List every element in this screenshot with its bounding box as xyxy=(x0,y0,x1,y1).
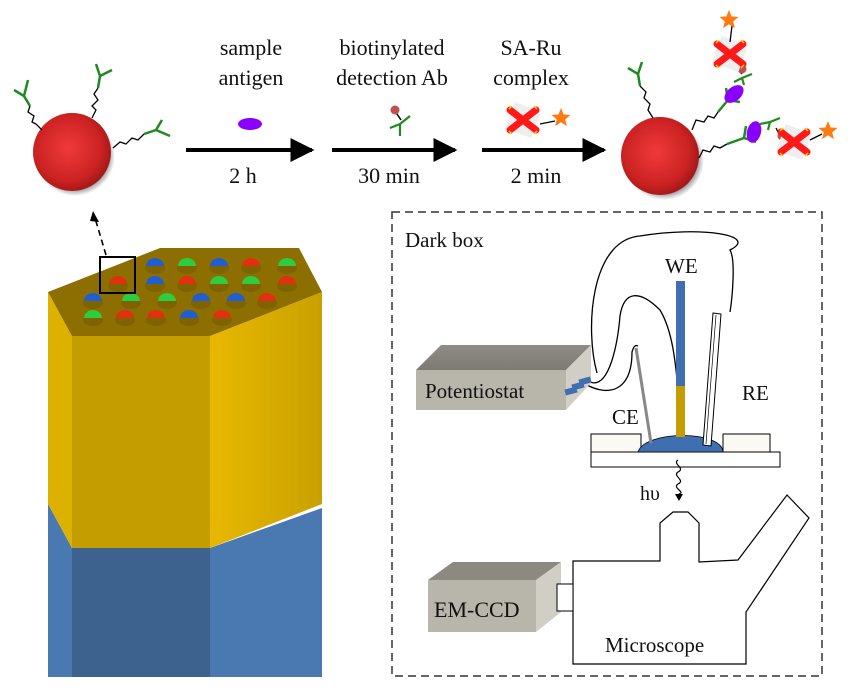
bead-icon xyxy=(621,117,699,195)
dark-box: Dark box Potentiostat CE xyxy=(391,211,823,677)
antigen-icon xyxy=(746,121,762,143)
step-1-reagent-line-1: sample xyxy=(220,35,282,60)
dashed-arrow-icon xyxy=(94,217,107,256)
em-ccd-label: EM-CCD xyxy=(434,597,520,622)
bead-in-well-icon xyxy=(146,276,164,284)
reference-electrode xyxy=(702,312,722,447)
step-3-time: 2 min xyxy=(511,163,562,188)
bead-in-well-icon xyxy=(192,293,210,301)
detection-antibody-icon xyxy=(759,116,781,131)
bead-in-well-icon xyxy=(242,258,260,266)
step-2: biotinylated detection Ab 30 min xyxy=(332,35,458,188)
zoom-inset-box xyxy=(99,256,136,294)
antibody-icon xyxy=(94,63,113,89)
ruthenium-icon xyxy=(818,121,838,140)
step-1: sample antigen 2 h xyxy=(186,35,315,188)
fiber-bundle xyxy=(48,211,322,677)
biotinylated-antibody-icon xyxy=(389,105,411,136)
step-2-time: 30 min xyxy=(358,163,420,188)
re-label: RE xyxy=(742,381,769,405)
step-3-reagent-line-2: complex xyxy=(493,65,569,90)
bead-icon xyxy=(33,113,111,191)
counter-electrode xyxy=(634,347,653,444)
bead-in-well-icon xyxy=(278,258,296,266)
sa-ru-complex-icon xyxy=(505,102,571,138)
bead-in-well-icon xyxy=(158,293,176,301)
bead-in-well-icon xyxy=(213,310,231,318)
working-electrode xyxy=(676,281,685,386)
bead-in-well-icon xyxy=(116,310,134,318)
bead-in-well-icon xyxy=(178,258,196,266)
ruthenium-icon xyxy=(719,10,739,29)
microwell-array xyxy=(83,258,297,326)
streptavidin-icon xyxy=(776,124,812,160)
bead-in-well-icon xyxy=(180,310,198,318)
bead-with-capture-antibodies xyxy=(13,63,171,196)
bead-in-well-icon xyxy=(146,258,164,266)
antibody-icon xyxy=(143,119,171,138)
emission-wave-icon xyxy=(675,459,682,495)
bead-in-well-icon xyxy=(227,293,245,301)
antibody-icon xyxy=(13,79,32,107)
bead-in-well-icon xyxy=(210,258,228,266)
electrochemical-cell: CE WE RE hυ xyxy=(590,254,781,505)
step-2-reagent-line-2: detection Ab xyxy=(336,65,448,90)
potentiostat-label: Potentiostat xyxy=(425,379,524,403)
bead-in-well-icon xyxy=(258,293,276,301)
bead-in-well-icon xyxy=(242,276,260,284)
emission-label: hυ xyxy=(640,483,660,505)
bead-in-well-icon xyxy=(84,310,102,318)
step-1-reagent-line-2: antigen xyxy=(219,65,284,90)
microscope-label: Microscope xyxy=(605,633,704,657)
em-ccd-camera: EM-CCD xyxy=(428,562,574,632)
microscope: Microscope xyxy=(572,494,810,665)
step-3: SA-Ru complex 2 min xyxy=(482,35,607,188)
detection-antibody-icon xyxy=(733,72,753,86)
bead-in-well-icon xyxy=(84,293,102,301)
ce-label: CE xyxy=(612,405,639,429)
bead-in-well-icon xyxy=(178,276,196,284)
step-3-reagent-line-1: SA-Ru xyxy=(500,35,561,60)
we-label: WE xyxy=(665,254,698,278)
antigen-icon xyxy=(238,118,262,130)
bead-in-well-icon xyxy=(122,293,140,301)
bead-in-well-icon xyxy=(278,276,296,284)
potentiostat: Potentiostat xyxy=(416,345,592,410)
bead-with-immunocomplex xyxy=(621,10,838,200)
electrolyte-droplet xyxy=(637,435,724,453)
bead-in-well-icon xyxy=(147,310,165,318)
bead-in-well-icon xyxy=(109,276,127,284)
step-1-time: 2 h xyxy=(229,163,257,188)
workflow: sample antigen 2 h biotinylated detectio… xyxy=(13,10,838,200)
step-2-reagent-line-1: biotinylated xyxy=(339,35,444,60)
bead-in-well-icon xyxy=(210,276,228,284)
dark-box-frame xyxy=(391,211,823,677)
dark-box-title: Dark box xyxy=(405,228,484,252)
antigen-icon xyxy=(724,85,744,103)
antibody-icon xyxy=(627,61,644,87)
